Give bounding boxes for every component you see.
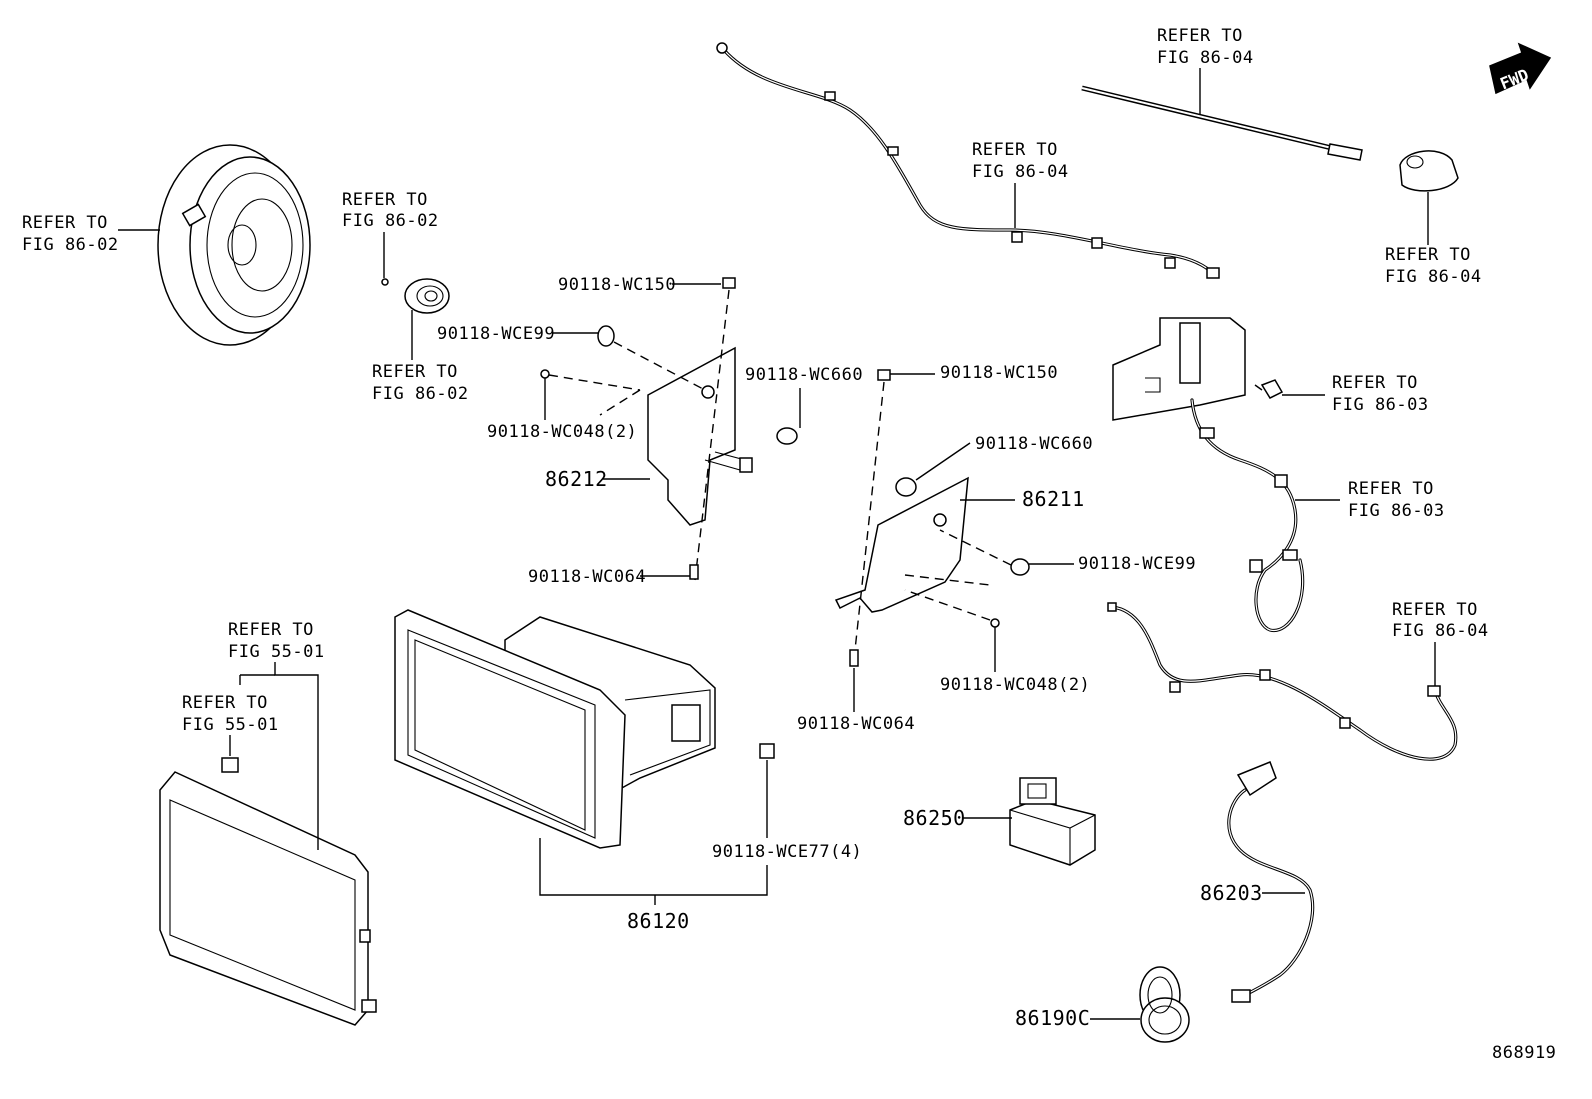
speaker-large (157, 144, 311, 346)
ref-label-line1: REFER TO (372, 362, 458, 382)
ref-label-line2: FIG 86-02 (22, 235, 119, 255)
fwd-arrow-icon: FWD (1489, 42, 1552, 95)
part-number-wc048-left: 90118-WC048(2) (487, 422, 637, 442)
part-number-86203: 86203 (1200, 881, 1263, 905)
rod-antenna (1081, 85, 1363, 161)
part-number-wc150-left: 90118-WC150 (558, 275, 676, 295)
antenna-base (1399, 150, 1459, 192)
grommet-icon (597, 325, 615, 347)
ref-label-line1: REFER TO (342, 190, 428, 210)
grommet-icon (895, 477, 917, 497)
switch-86250 (1009, 777, 1096, 866)
clip-icon (877, 369, 891, 381)
grommet-icon (776, 427, 798, 445)
screw-icon (990, 618, 1000, 628)
clip-icon (722, 277, 736, 289)
antenna-cable-top (716, 42, 1220, 279)
clip-icon (1254, 379, 1284, 399)
ref-label-line1: REFER TO (22, 213, 108, 233)
ref-label-line1: REFER TO (972, 140, 1058, 160)
usb-cable-86203 (1227, 761, 1315, 1003)
screw-icon (540, 369, 550, 379)
part-number-wc660-right: 90118-WC660 (975, 434, 1093, 454)
bracket-86211 (834, 476, 969, 613)
part-number-wc064-left: 90118-WC064 (528, 567, 646, 587)
ref-label-line2: FIG 86-03 (1332, 395, 1429, 415)
bracket-86212 (647, 346, 753, 526)
part-number-wc048-right: 90118-WC048(2) (940, 675, 1090, 695)
ref-label-line2: FIG 86-04 (1157, 48, 1254, 68)
part-number-wc064-right: 90118-WC064 (797, 714, 915, 734)
ref-label-line1: REFER TO (1385, 245, 1471, 265)
display-bezel (159, 771, 377, 1026)
grommet-icon (1010, 558, 1030, 576)
part-number-86250: 86250 (903, 806, 966, 830)
part-number-86190c: 86190C (1015, 1006, 1090, 1030)
screw-icon (689, 564, 699, 580)
part-number-wce99-right: 90118-WCE99 (1078, 554, 1196, 574)
part-number-wc150-right: 90118-WC150 (940, 363, 1058, 383)
ref-label-line1: REFER TO (1332, 373, 1418, 393)
ref-label-line2: FIG 86-04 (1392, 621, 1489, 641)
ref-label-line1: REFER TO (1157, 26, 1243, 46)
ref-label-line2: FIG 86-02 (342, 211, 439, 231)
ref-label-line2: FIG 86-04 (972, 162, 1069, 182)
ref-label-line1: REFER TO (1348, 479, 1434, 499)
part-number-86211: 86211 (1022, 487, 1085, 511)
camera-module (1112, 317, 1305, 632)
screw-icon (849, 649, 859, 667)
part-number-86212: 86212 (545, 467, 608, 491)
usb-socket-86190c (1139, 966, 1190, 1043)
diagram-id: 868919 (1492, 1043, 1556, 1063)
part-number-86120: 86120 (627, 909, 690, 933)
part-number-wce99-left: 90118-WCE99 (437, 324, 555, 344)
part-number-wc660-left: 90118-WC660 (745, 365, 863, 385)
ref-label-line1: REFER TO (1392, 600, 1478, 620)
ref-label-line2: FIG 55-01 (228, 642, 325, 662)
ref-label-line2: FIG 55-01 (182, 715, 279, 735)
clip-icon (759, 743, 775, 759)
ref-label-line2: FIG 86-03 (1348, 501, 1445, 521)
head-unit-86120 (394, 609, 716, 849)
tweeter (381, 278, 450, 314)
ref-label-line1: REFER TO (182, 693, 268, 713)
ref-label-line2: FIG 86-04 (1385, 267, 1482, 287)
clip-icon (221, 757, 239, 773)
antenna-cable-lower (1107, 602, 1458, 761)
ref-label-line1: REFER TO (228, 620, 314, 640)
part-number-wce77: 90118-WCE77(4) (712, 842, 862, 862)
ref-label-line2: FIG 86-02 (372, 384, 469, 404)
